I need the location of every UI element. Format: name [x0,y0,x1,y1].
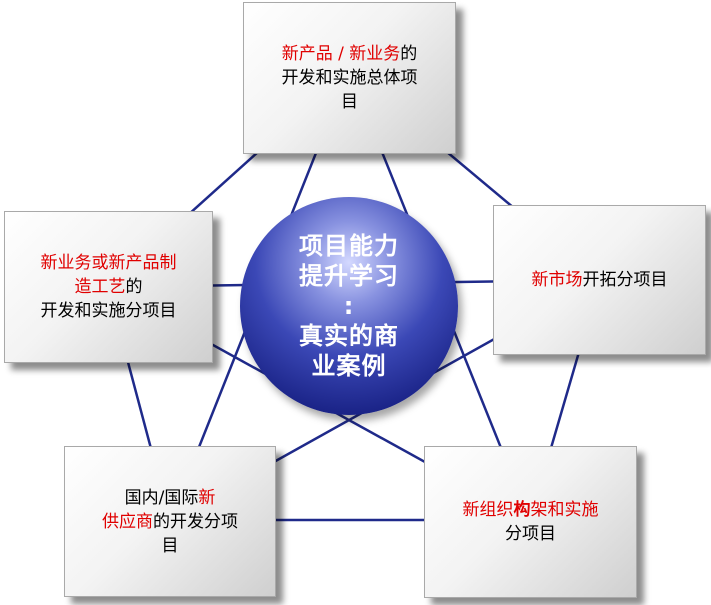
box-br-red-text-bold: 构 [513,500,531,520]
center-text-1: 项目能力 [299,232,399,260]
center-text-5: 业案例 [311,352,387,380]
box-br-red-text-1: 新组织 [462,500,514,520]
box-new-product-business: 新产品 / 新业务的 开发和实施总体项 目 [243,2,456,154]
box-top-text-2: 开发和实施总体项 [281,68,418,88]
center-text-3: : [343,292,355,320]
box-top-text-1: 的 [400,44,418,64]
box-left-text-3: 开发和实施分项目 [40,301,177,321]
box-left-red-text-2: 造工艺 [74,277,126,297]
box-br-red-text-2: 架和实施 [530,500,599,520]
box-bl-text-1: 国内/国际 [124,487,199,508]
center-text-4: 真实的商 [299,322,399,350]
box-bl-text-2: 的开发分项 [153,511,238,532]
box-manufacturing-process: 新业务或新产品制 造工艺的 开发和实施分项目 [4,211,213,363]
center-circle: 项目能力 提升学习 : 真实的商 业案例 [240,197,458,415]
box-new-market: 新市场开拓分项目 [493,205,706,355]
box-top-red-text: 新产品 / 新业务 [281,44,401,64]
box-br-text-2: 分项目 [505,524,556,544]
box-right-text: 开拓分项目 [582,270,668,290]
box-bl-red-text-1: 新 [198,487,216,508]
box-top-text-3: 目 [341,92,358,112]
box-bl-text-3: 目 [161,535,179,556]
box-left-red-text-1: 新业务或新产品制 [40,253,177,273]
box-bl-red-text-2: 供应商 [102,511,153,532]
center-text-2: 提升学习 [299,262,399,290]
box-left-text-2: 的 [125,277,143,297]
box-new-organization: 新组织构架和实施 分项目 [424,446,637,598]
box-right-red-text: 新市场 [531,270,583,290]
box-new-supplier: 国内/国际新 供应商的开发分项 目 [64,446,276,597]
